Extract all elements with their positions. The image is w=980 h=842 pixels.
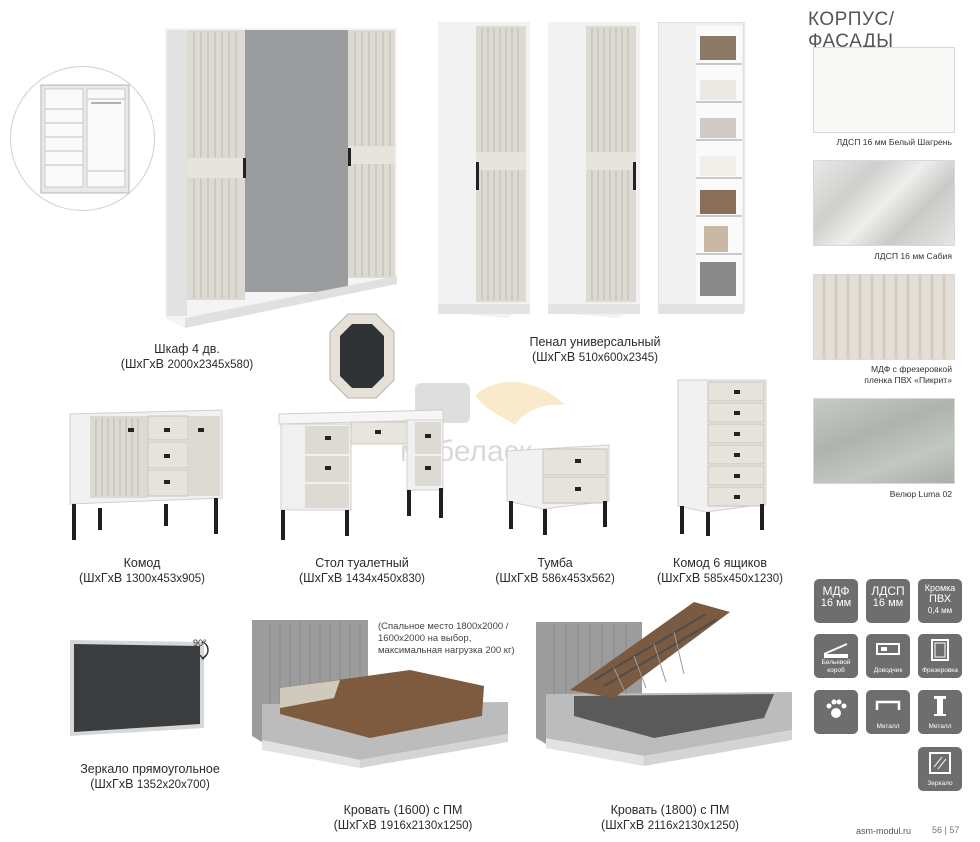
label-pencil-case: Пенал универсальный (ШхГхВ 510х600х2345) <box>505 335 685 366</box>
swatch-mdf-pikrit <box>813 274 955 360</box>
label-dressing-table-dims: 1434х450х830) <box>345 573 425 585</box>
label-bedside-dims-prefix: (ШхГхВ <box>495 571 542 585</box>
badge-door-closer-caption: Доводчик <box>873 667 903 674</box>
bed-note-line3: максимальная нагрузка 200 кг) <box>378 645 515 656</box>
octagon-mirror-image <box>328 312 396 400</box>
badge-metal-handle-caption: Металл <box>876 723 900 730</box>
label-rect-mirror-name: Зеркало прямоугольное <box>80 762 220 776</box>
wardrobe-interior-inset <box>10 66 155 211</box>
label-wardrobe-dims: 2000х2345х580) <box>167 359 254 371</box>
label-chest-name: Комод <box>123 556 161 570</box>
label-pencil-case-name: Пенал универсальный <box>529 335 661 349</box>
label-bed-1600-name: Кровать (1600) с ПМ <box>343 803 463 817</box>
label-wardrobe-dims-prefix: (ШхГхВ <box>120 357 168 371</box>
swatch-label-mdf-line2: пленка ПВХ «Пикрит» <box>864 375 952 385</box>
dressing-table-image <box>277 408 447 544</box>
badge-paw <box>814 690 858 734</box>
badge-mdf: МДФ 16 мм <box>814 579 858 623</box>
badge-door-closer: Доводчик <box>866 634 910 678</box>
mirror-icon <box>918 751 962 775</box>
pencil-case-2-image <box>548 22 640 320</box>
label-chest: Комод (ШхГхВ 1300х453х905) <box>62 556 222 587</box>
badge-edge-l1: Кромка <box>924 583 956 593</box>
metal-handle-icon <box>866 694 910 716</box>
wardrobe-4-doors-image <box>165 28 397 333</box>
badge-ldsp-top: ЛДСП <box>871 584 905 598</box>
bed-note: (Спальное место 1800х2000 / 1600х2000 на… <box>378 621 515 657</box>
label-pencil-case-dims: 510х600х2345) <box>578 352 658 364</box>
badge-ldsp-bottom: 16 мм <box>872 597 904 609</box>
rectangular-mirror-image <box>68 636 208 740</box>
metal-leg-icon <box>918 694 962 718</box>
label-bed-1800-name: Кровать (1800) с ПМ <box>610 803 730 817</box>
paw-icon <box>814 694 858 724</box>
label-bed-1800: Кровать (1800) с ПМ (ШхГхВ 2116х2130х125… <box>585 803 755 834</box>
label-chest-6-dims-prefix: (ШхГхВ <box>657 571 704 585</box>
badge-milling: Фрезеровка <box>918 634 962 678</box>
label-rect-mirror-dims-prefix: (ШхГхВ <box>90 777 137 791</box>
chest-of-drawers-image <box>68 408 224 548</box>
label-chest-6-name: Комод 6 ящиков <box>673 556 767 570</box>
label-wardrobe-name: Шкаф 4 дв. <box>154 342 220 356</box>
swatch-label-mdf-pikrit: МДФ с фрезеровкой пленка ПВХ «Пикрит» <box>864 364 952 386</box>
swatch-sabia <box>813 160 955 246</box>
chest-6-drawers-image <box>676 378 768 538</box>
label-chest-dims: 1300х453х905) <box>125 573 205 585</box>
label-bed-1800-dims: 2116х2130х1250) <box>647 820 739 832</box>
bed-note-line1: (Спальное место 1800х2000 / <box>378 621 509 632</box>
label-chest-6: Комод 6 ящиков (ШхГхВ 585х450х1230) <box>640 556 800 587</box>
footer-pages: 56 | 57 <box>932 825 960 835</box>
badge-mirror-caption: Зеркало <box>927 780 953 787</box>
label-dressing-table: Стол туалетный (ШхГхВ 1434х450х830) <box>282 556 442 587</box>
badge-metal-leg: Металл <box>918 690 962 734</box>
badge-edge: Кромка ПВХ 0,4 мм <box>918 579 962 623</box>
badge-ldsp: ЛДСП 16 мм <box>866 579 910 623</box>
label-bed-1600-dims-prefix: (ШхГхВ <box>333 818 381 832</box>
label-bedside: Тумба (ШхГхВ 586х453х562) <box>480 556 630 587</box>
page-title: КОРПУС/ФАСАДЫ <box>808 9 895 52</box>
bed-1600-image <box>250 618 512 770</box>
label-chest-dims-prefix: (ШхГхВ <box>79 571 126 585</box>
label-bedside-dims: 586х453х562) <box>541 573 615 585</box>
footer-site: asm-modul.ru <box>856 826 912 836</box>
pencil-case-open-image <box>657 21 748 320</box>
badge-mdf-bottom: 16 мм <box>820 597 852 609</box>
badge-metal-handle: Металл <box>866 690 910 734</box>
label-dressing-table-dims-prefix: (ШхГхВ <box>299 571 346 585</box>
swatch-velour-luma <box>813 398 955 484</box>
rotation-label: 90° <box>193 638 207 648</box>
label-bed-1800-dims-prefix: (ШхГхВ <box>601 818 648 832</box>
label-rect-mirror: Зеркало прямоугольное (ШхГхВ 1352х20х700… <box>65 762 235 793</box>
label-rect-mirror-dims: 1352х20х700) <box>136 779 210 791</box>
swatch-label-velour: Велюр Luma 02 <box>889 489 952 499</box>
label-bed-1600-dims: 1916х2130х1250) <box>380 820 473 832</box>
bedside-table-image <box>505 441 611 537</box>
label-bed-1600: Кровать (1600) с ПМ (ШхГхВ 1916х2130х125… <box>318 803 488 834</box>
swatch-white-shagreen <box>813 47 955 133</box>
badge-linen-box: Бельевой короб <box>814 634 858 678</box>
rotation-arrow-icon <box>198 640 214 662</box>
badge-milling-caption: Фрезеровка <box>922 667 958 674</box>
pencil-case-1-image <box>438 22 530 320</box>
swatch-label-white-shagreen: ЛДСП 16 мм Белый Шагрень <box>836 137 952 147</box>
door-closer-icon <box>866 638 910 660</box>
badge-edge-l3: 0,4 мм <box>927 606 953 615</box>
swatch-label-mdf-line1: МДФ с фрезеровкой <box>870 364 952 374</box>
label-wardrobe: Шкаф 4 дв. (ШхГхВ 2000х2345х580) <box>112 342 262 373</box>
label-bedside-name: Тумба <box>537 556 573 570</box>
label-pencil-case-dims-prefix: (ШхГхВ <box>532 350 579 364</box>
badge-linen-box-caption: Бельевой короб <box>821 659 851 674</box>
badge-mdf-top: МДФ <box>822 584 850 598</box>
badge-mirror: Зеркало <box>918 747 962 791</box>
label-chest-6-dims: 585х450х1230) <box>703 573 783 585</box>
swatch-label-sabia: ЛДСП 16 мм Сабия <box>874 251 952 261</box>
bed-note-line2: 1600х2000 на выбор, <box>378 633 472 644</box>
badge-edge-l2: ПВХ <box>928 593 952 605</box>
label-dressing-table-name: Стол туалетный <box>315 556 409 570</box>
milling-icon <box>918 638 962 662</box>
linen-box-icon <box>814 638 858 660</box>
badge-metal-leg-caption: Металл <box>928 723 952 730</box>
bed-1800-image <box>534 598 796 774</box>
